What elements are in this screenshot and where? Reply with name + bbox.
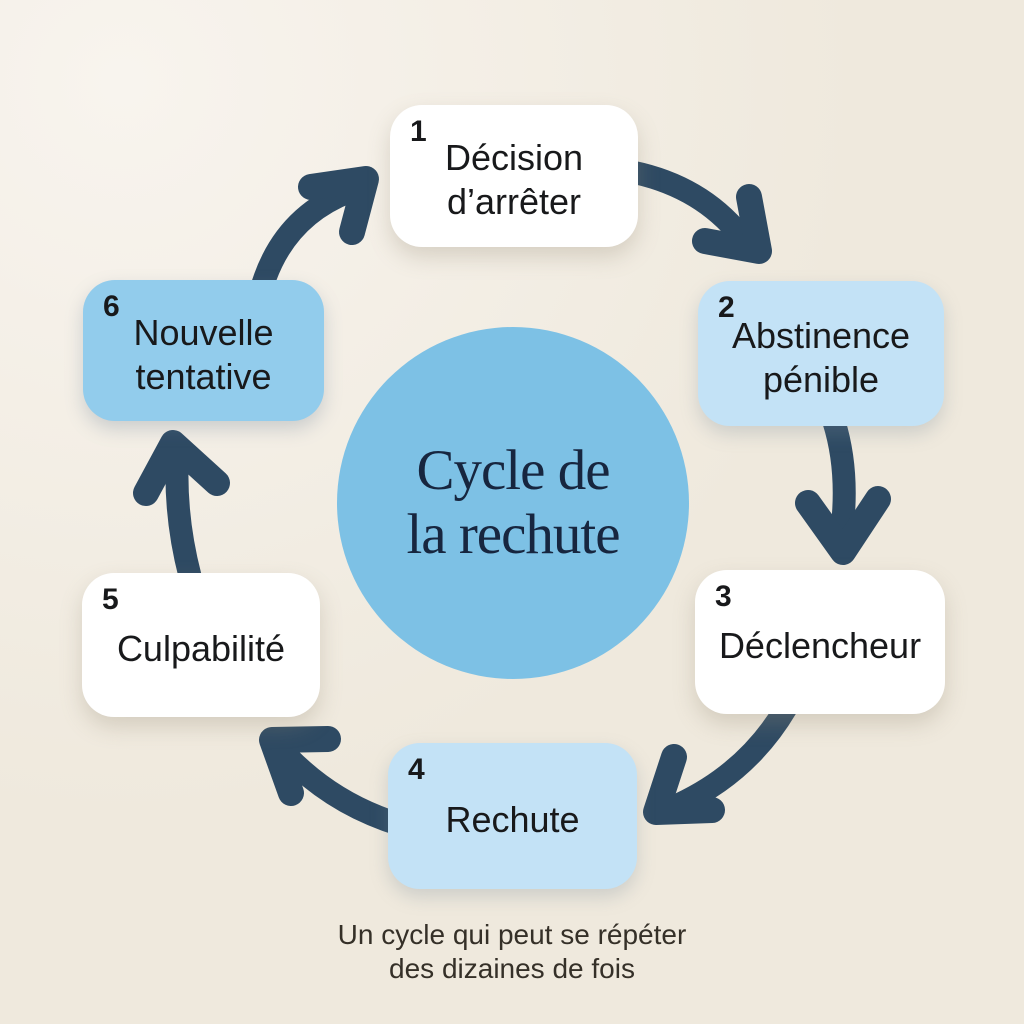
step-number-5: 5 [102,583,119,616]
step-card-5: 5 Culpabilité [82,573,320,717]
step-label-5: Culpabilité [116,628,286,670]
step-card-2: 2 Abstinence pénible [698,281,944,426]
step-number-1: 1 [410,115,427,148]
arrow-step5-to-step6 [133,430,230,588]
step-card-4: 4 Rechute [388,743,637,889]
step-card-3: 3 Déclencheur [695,570,945,714]
bottom-caption: Un cycle qui peut se répéter des dizaine… [337,919,687,985]
arrow-step4-to-step5 [259,726,404,834]
step-label-6: Nouvelle tentative [133,311,274,397]
step-number-3: 3 [715,580,732,613]
arrow-step2-to-step3 [795,410,891,565]
step-number-4: 4 [408,753,425,786]
cycle-center-circle: Cycle de la rechute [337,327,689,679]
step-label-1: Décision d’arrêter [444,137,584,222]
step-card-1: 1 Décision d’arrêter [390,105,638,247]
step-number-2: 2 [718,291,735,324]
step-card-6: 6 Nouvelle tentative [83,280,324,421]
step-label-4: Rechute [445,799,580,841]
cycle-title: Cycle de la rechute [406,439,620,566]
step-number-6: 6 [103,290,120,323]
arrow-step1-to-step2 [620,160,772,264]
arrow-step3-to-step4 [643,696,798,825]
step-label-3: Déclencheur [718,625,922,667]
step-label-2: Abstinence pénible [731,314,911,400]
